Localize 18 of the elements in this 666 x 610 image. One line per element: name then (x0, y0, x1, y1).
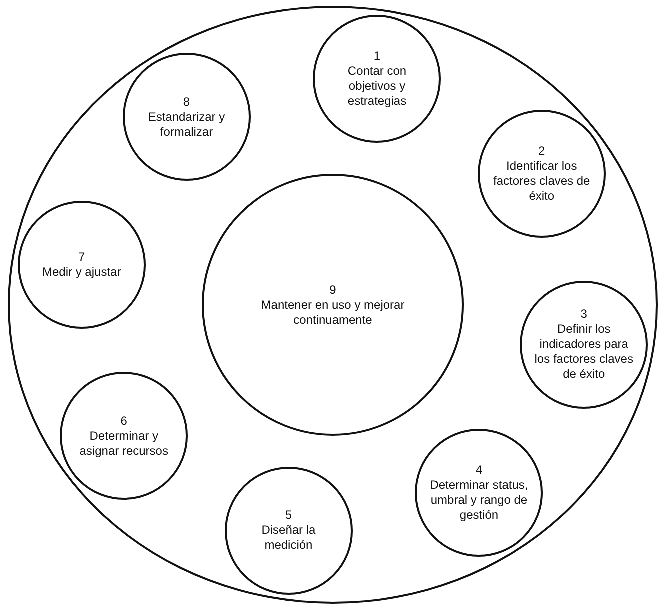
step-label: Identificar los factores claves de éxito (492, 158, 592, 204)
step-number: 2 (538, 144, 546, 159)
step-label: Definir los indicadores para los factores claves de éxito (534, 322, 634, 382)
step-number: 3 (580, 307, 588, 322)
step-label: Mantener en uso y mejorar continuamente (260, 298, 406, 328)
step-number: 4 (476, 462, 483, 478)
step-number: 8 (183, 94, 190, 110)
step-label: Medir y ajustar (42, 265, 122, 280)
step-label: Estandarizar y formalizar (147, 110, 226, 140)
step-label: Determinar y asignar recursos (78, 428, 170, 459)
step-number: 5 (285, 508, 292, 524)
step-label: Determinar status, umbral y rango de gestión (429, 478, 530, 523)
step-number: 6 (120, 414, 128, 429)
step-number: 7 (78, 250, 86, 266)
step-label: Contar con objetivos y estrategias (346, 64, 408, 110)
step-label: Diseñar la medición (260, 523, 317, 554)
step-number: 9 (330, 282, 336, 298)
step-number: 1 (374, 49, 381, 64)
